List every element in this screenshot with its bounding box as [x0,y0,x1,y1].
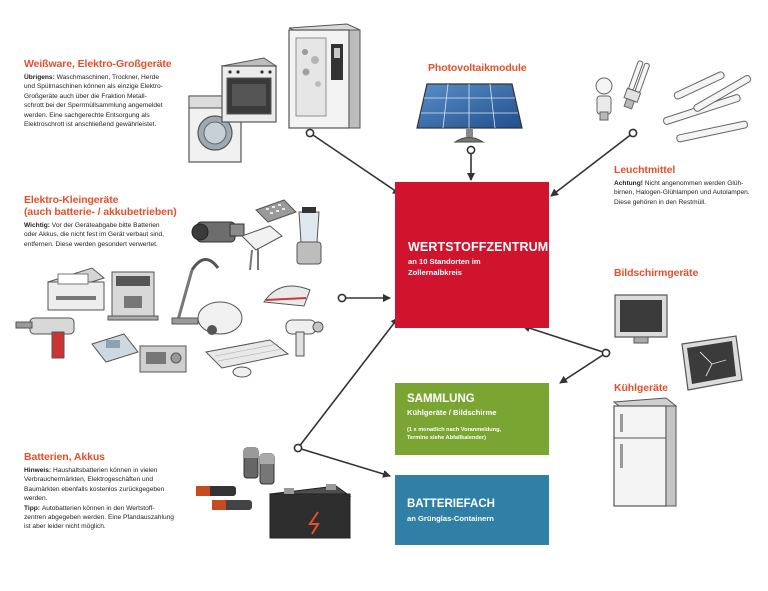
coffee-machine-icon [107,271,159,321]
kleingeraete-line: entfernen. Diese werden gesondert verwer… [24,240,158,248]
sammlung-note-2: Termine siehe Abfallkalender) [407,435,486,441]
bildschirm-heading: Bildschirmgeräte [614,267,699,279]
batterien-line: zentren abgegeben werden. Eine Pfandausz… [24,513,174,521]
kleingeraete-line: Vor der Geräteabgabe bitte Batterien [51,222,160,230]
camcorder-icon [191,221,245,243]
center-title: WERTSTOFFZENTRUM [408,240,549,254]
batteriefach-box: BATTERIEFACH an Grünglas-Containern [395,475,549,545]
leuchtmittel-lead: Achtung! [614,180,643,188]
batterien-lead-2: Tipp: [24,504,40,512]
hair-dryer-icon [285,319,324,357]
weissware-line: werden. Eine sachgerechte Entsorgung als [24,111,150,119]
car-battery-icon [268,484,352,539]
batterien-line: Baumärkten ebenfalls kostenlos zurückgeg… [24,485,165,493]
kleingeraete-section: Elektro-Kleingeräte (auch batterie- / ak… [24,194,204,249]
batterien-line: Verbrauchermärkten, Elektrogeschäften un… [24,476,154,484]
batterien-section: Batterien, Akkus Hinweis: Haushaltsbatte… [24,451,204,532]
batterien-line: Autobatterien können in den Wertstoff- [41,504,155,512]
fridge-icon [612,397,678,507]
sammlung-subtitle: Kühlgeräte / Bildschirme [407,408,497,417]
center-line3: Zollernalbkreis [408,268,463,277]
kleingeraete-line: oder Akkus, die nicht fest im Gerät verb… [24,231,165,239]
keyboard-icon [204,339,290,378]
connector-lines [297,132,634,478]
batterien-line: ist aber leider nicht möglich. [24,523,106,531]
sammlung-title: SAMMLUNG [407,393,475,405]
sammlung-note-1: (1 x monatlich nach Voranmeldung, [407,427,502,433]
mixer-icon [296,207,322,265]
weissware-lead: Übrigens: [24,74,55,82]
phone-icon [91,333,139,363]
stove-icon [220,57,278,123]
batterien-heading: Batterien, Akkus [24,451,105,463]
leuchtmittel-line: birnen, Halogen-Glühlampen und Autolampe… [614,189,750,197]
wertstoffzentrum-box: WERTSTOFFZENTRUM an 10 Standorten im Zol… [395,182,549,328]
weissware-line: schrott bei der Sperrmüllsammlung angeme… [24,102,163,110]
washing-machine-icon [188,95,242,163]
leuchtmittel-section: Leuchtmittel Achtung! Nicht angenommen w… [614,164,764,207]
solar-panel-icon [416,83,523,143]
leuchtmittel-line: Nicht angenommen werden Glüh- [644,180,744,188]
connector-dots [293,128,638,453]
lamp-icon [595,60,752,143]
calculator-icon [255,199,297,223]
drill-icon [15,317,75,359]
kleingeraete-subheading: (auch batterie- / akkubetrieben) [24,206,177,219]
photovoltaik-heading: Photovoltaikmodule [428,62,527,74]
vacuum-icon [171,258,243,335]
leuchtmittel-line: Diese gehören in den Restmüll. [614,198,706,206]
batterien-lead-1: Hinweis: [24,467,52,475]
kleingeraete-lead: Wichtig: [24,222,50,230]
leuchtmittel-heading: Leuchtmittel [614,164,676,176]
radio-icon [139,345,187,373]
batterien-line: Haushaltsbatterien können in vielen [52,467,158,475]
center-line2: an 10 Standorten im [408,257,481,266]
monitor-icon [614,294,743,391]
iron-icon [263,285,311,307]
printer-icon [46,267,106,311]
batteriefach-title: BATTERIEFACH [407,498,495,510]
weissware-line: Elektroschrott ist anschließend gewährle… [24,120,157,128]
batterien-line: werden. [24,495,48,503]
kuehl-heading: Kühlgeräte [614,382,668,394]
batteriefach-subtitle: an Grünglas-Containern [407,514,494,523]
sammlung-box: SAMMLUNG Kühlgeräte / Bildschirme (1 x m… [395,383,549,455]
vending-fridge-icon [288,23,361,129]
weissware-line: Großgeräte auch über die Fraktion Metall… [24,92,147,100]
kleingeraete-heading: Elektro-Kleingeräte [24,194,119,206]
weissware-line: und Spülmaschinen können als einzige Ele… [24,83,163,91]
weissware-section: Weißware, Elektro-Großgeräte Übrigens: W… [24,58,206,129]
hand-mixer-icon [241,225,283,271]
weissware-heading: Weißware, Elektro-Großgeräte [24,58,172,70]
weissware-line: Waschmaschinen, Trockner, Herde [56,74,159,82]
battery-icon [196,447,275,510]
